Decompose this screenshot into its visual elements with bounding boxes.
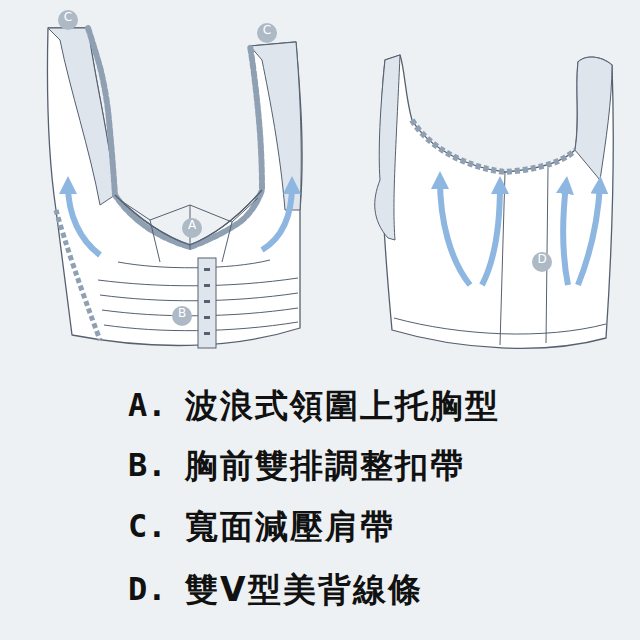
list-key: D. bbox=[128, 570, 167, 608]
callout-letter: A bbox=[182, 218, 202, 238]
list-key: A. bbox=[128, 386, 167, 424]
callout-letter: C bbox=[257, 23, 277, 43]
callout-letter: D bbox=[532, 252, 552, 272]
feature-text: 胸前雙排調整扣帶 bbox=[185, 444, 465, 489]
feature-text: 波浪式領圍上托胸型 bbox=[185, 384, 500, 429]
callout-letter: C bbox=[58, 10, 78, 30]
callout-letter: B bbox=[172, 306, 192, 326]
list-key: C. bbox=[128, 507, 167, 545]
feature-text: 雙V型美背線條 bbox=[185, 568, 423, 613]
list-key: B. bbox=[128, 446, 167, 484]
feature-text: 寬面減壓肩帶 bbox=[185, 505, 395, 550]
